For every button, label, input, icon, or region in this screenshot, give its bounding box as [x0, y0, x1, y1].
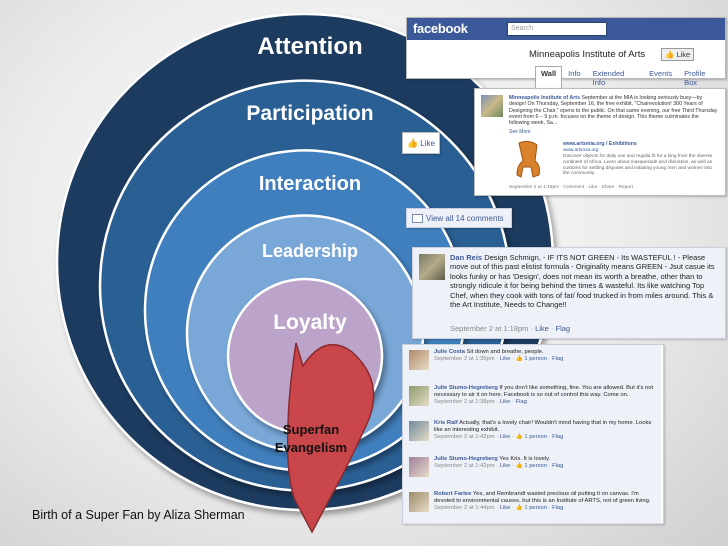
chair-image-icon[interactable]	[515, 139, 543, 181]
comment-body: Design Schmign, - IF ITS NOT GREEN - Its…	[450, 253, 715, 310]
comment-meta: September 2 at 1:42pm · Like · 👍 1 perso…	[434, 434, 564, 441]
avatar	[409, 350, 429, 370]
flag-link[interactable]: Flag	[552, 462, 564, 469]
comment-body: If you don't like something, fine. You a…	[434, 384, 654, 398]
image-credit: Birth of a Super Fan by Aliza Sherman	[32, 508, 245, 522]
comment-meta: September 2 at 1:42pm · Like · 👍 1 perso…	[434, 462, 564, 469]
comment-row: Julie Stumo-Hegreberg Yes Kris. It is lo…	[403, 451, 661, 489]
see-more-link[interactable]: See More	[509, 129, 531, 135]
avatar	[409, 385, 429, 406]
comment-row: Robert Farlee Yes, and Rembrandt wasted …	[403, 487, 661, 524]
page-tabs: Wall Info Extended Info Events Profile B…	[535, 66, 725, 90]
comment-author[interactable]: Julie Stumo-Hegreberg	[434, 384, 498, 391]
link-url[interactable]: www.artsmia.org	[563, 148, 599, 153]
flag-link[interactable]: Flag	[552, 356, 564, 363]
search-input[interactable]: Search	[507, 22, 607, 36]
comment-icon	[412, 213, 423, 223]
link-description: Discover objects for daily use and regal…	[563, 154, 713, 177]
avatar	[419, 254, 445, 280]
like-link[interactable]: Like	[499, 462, 511, 469]
heart-label-line2: Evangelism	[275, 440, 347, 455]
like-thumb-icon: 👍	[665, 50, 675, 59]
stage-label-interaction: Interaction	[259, 173, 361, 195]
like-link[interactable]: Like	[535, 324, 549, 333]
avatar	[409, 421, 429, 441]
tab-wall[interactable]: Wall	[535, 66, 563, 90]
tab-info[interactable]: Info	[568, 69, 581, 78]
comment-author[interactable]: Kris Ralf	[434, 420, 458, 426]
like-count[interactable]: 👍 1 person	[515, 356, 547, 363]
comment-body: Actually, that's a lovely chair! Wouldn'…	[434, 420, 652, 434]
link-title[interactable]: www.artsmia.org / Exhibitions	[563, 141, 637, 147]
post-meta: September 2 at 1:15pm · Comment · Like ·…	[509, 185, 633, 190]
avatar	[409, 492, 429, 512]
post-body: September at the MIA is looking seriousl…	[509, 95, 718, 127]
page-title: Minneapolis Institute of Arts	[529, 49, 646, 60]
stage-label-attention: Attention	[257, 33, 362, 60]
comment-author[interactable]: Dan Reis	[450, 253, 483, 262]
tab-extended-info[interactable]: Extended Info	[592, 69, 625, 87]
comment-meta: September 2 at 1:44pm · Like · 👍 1 perso…	[434, 505, 564, 512]
like-link[interactable]: Like	[499, 434, 511, 441]
facebook-page-header: facebook Search Minneapolis Institute of…	[406, 17, 726, 90]
like-count[interactable]: 👍 1 person	[515, 505, 547, 512]
stage-label-participation: Participation	[246, 102, 373, 125]
like-count[interactable]: 👍 1 person	[515, 462, 547, 469]
comment-meta: September 2 at 1:38pm · Like · Flag	[434, 398, 527, 405]
flag-link[interactable]: Flag	[552, 505, 564, 512]
like-link[interactable]: Like	[499, 398, 511, 405]
post-author-avatar	[481, 95, 503, 117]
thumbs-up-icon: 👍	[407, 137, 419, 148]
like-count[interactable]: 👍 1 person	[515, 434, 547, 441]
highlighted-comment: Dan Reis Design Schmign, - IF ITS NOT GR…	[412, 247, 726, 339]
like-link[interactable]: Like	[499, 356, 511, 363]
flag-link[interactable]: Flag	[515, 398, 527, 405]
facebook-logo: facebook	[413, 21, 468, 36]
comment-author[interactable]: Julie Stumo-Hegreberg	[434, 455, 498, 462]
heart-label-line1: Superfan	[283, 422, 339, 437]
comment-meta: September 2 at 1:18pm · Like · Flag	[450, 324, 571, 333]
like-button[interactable]: 👍 Like	[661, 48, 695, 61]
view-comments-link[interactable]: View all 14 comments	[406, 208, 512, 228]
stage-label-loyalty: Loyalty	[273, 311, 347, 334]
comment-row: Julie Stumo-Hegreberg If you don't like …	[403, 380, 661, 418]
post-author[interactable]: Minneapolis Institute of Arts	[509, 95, 581, 101]
comment-body: Yes Kris. It is lovely.	[497, 455, 551, 462]
comment-thread: Julie Costa Sit down and breathe, people…	[402, 344, 664, 524]
comment-author[interactable]: Julie Costa	[434, 349, 465, 355]
comment-body: Sit down and breathe, people.	[464, 349, 544, 355]
comment-meta: September 2 at 1:35pm · Like · 👍 1 perso…	[434, 356, 564, 363]
like-link[interactable]: Like	[499, 505, 511, 512]
flag-link[interactable]: Flag	[555, 324, 571, 333]
tab-events[interactable]: Events	[649, 69, 673, 78]
tab-profile-box[interactable]: Profile Box	[684, 69, 706, 87]
flag-link[interactable]: Flag	[552, 434, 564, 441]
comment-row: Julie Costa Sit down and breathe, people…	[403, 345, 661, 382]
comment-author[interactable]: Robert Farlee	[434, 491, 472, 497]
comment-body: Yes, and Rembrandt wasted precious oil p…	[434, 491, 651, 505]
like-button[interactable]: 👍 Like	[402, 132, 440, 154]
comment-row: Kris Ralf Actually, that's a lovely chai…	[403, 416, 661, 453]
stage-label-leadership: Leadership	[262, 241, 358, 261]
wall-post: Minneapolis Institute of Arts September …	[474, 88, 726, 196]
facebook-top-bar: facebook Search	[407, 18, 725, 40]
heart-icon	[286, 342, 375, 534]
avatar	[409, 456, 429, 477]
